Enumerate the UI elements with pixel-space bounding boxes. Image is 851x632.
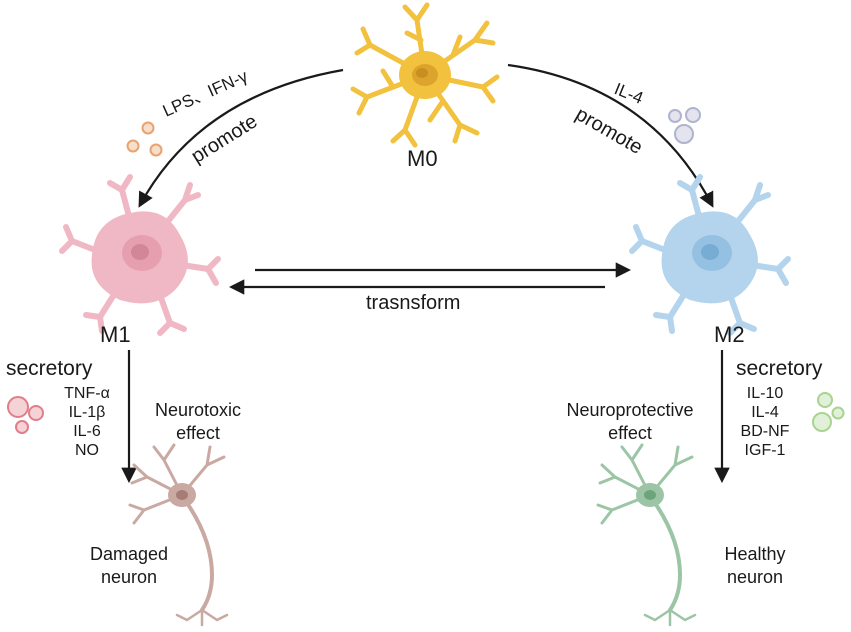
- m2-secretory-title: secretory: [736, 357, 823, 380]
- m1-secretion-item: IL-6: [73, 423, 101, 440]
- m2-secretion-item: IL-4: [751, 404, 779, 421]
- healthy-neuron-icon: [596, 443, 697, 627]
- m1-secretion-item: TNF-α: [64, 385, 110, 402]
- m2-secretion-item: BD-NF: [740, 423, 790, 440]
- healthy-neuron-nucleus: [644, 490, 656, 500]
- damaged-neuron-line-2: neuron: [100, 567, 158, 587]
- m1-secretion-item: NO: [75, 442, 99, 459]
- m1-secretion-item: IL-1β: [68, 404, 106, 421]
- arrow-m0-to-m2: [507, 63, 714, 208]
- damaged-neuron-nucleus: [176, 490, 188, 500]
- lps-particles-icon: [126, 121, 163, 157]
- m0-label: M0: [407, 146, 438, 171]
- arrow-m0-to-m1: [138, 68, 344, 208]
- m1-secretory-title: secretory: [6, 357, 93, 380]
- healthy-neuron-line-2: neuron: [726, 567, 784, 587]
- m2-microglia-icon: [629, 174, 791, 336]
- m2-secretion-item: IL-10: [746, 385, 784, 402]
- m2-secretion-particles-icon: [812, 392, 845, 432]
- m1-label: M1: [100, 322, 131, 347]
- il4-particles-icon: [668, 107, 701, 144]
- healthy-neuron-line-1: Healthy: [724, 544, 786, 564]
- m2-label: M2: [714, 322, 745, 347]
- m2-secretion-item: IGF-1: [744, 442, 786, 459]
- damaged-neuron-line-1: Damaged: [89, 544, 169, 564]
- transform-label: trasnsform: [366, 292, 461, 314]
- m1-secretion-particles-icon: [7, 396, 44, 434]
- m2-effect-line-2: effect: [608, 423, 652, 443]
- m2-effect-line-1: Neuroprotective: [566, 400, 694, 420]
- m1-effect-line-1: Neurotoxic: [154, 400, 242, 420]
- m0-microglia-icon: [350, 2, 500, 148]
- m1-microglia-icon: [59, 174, 221, 336]
- m1-effect-line-2: effect: [176, 423, 220, 443]
- damaged-neuron-icon: [128, 443, 229, 627]
